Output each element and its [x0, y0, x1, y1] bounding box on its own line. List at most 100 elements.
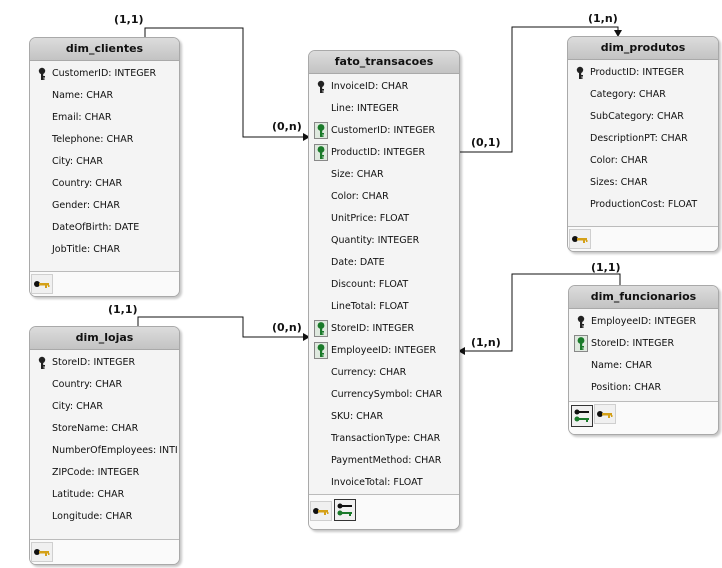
column-label: StoreID: INTEGER	[52, 357, 136, 368]
index-key-icon[interactable]	[31, 542, 53, 562]
column-row[interactable]: Name: CHAR	[569, 355, 718, 377]
column-row[interactable]: InvoiceID: CHAR	[309, 76, 459, 98]
column-label: Telephone: CHAR	[52, 134, 134, 145]
column-row[interactable]: Date: DATE	[309, 252, 459, 274]
column-row[interactable]: SKU: CHAR	[309, 406, 459, 428]
table-dim-lojas[interactable]: dim_lojas StoreID: INTEGER Country: CHAR C…	[29, 326, 180, 565]
column-label: StoreID: INTEGER	[591, 338, 675, 349]
column-row[interactable]: CustomerID: INTEGER	[30, 63, 179, 85]
column-row[interactable]: StoreName: CHAR	[30, 418, 179, 440]
column-row[interactable]: StoreID: INTEGER	[30, 352, 179, 374]
index-key-icon[interactable]	[310, 501, 332, 521]
column-label: ZIPCode: INTEGER	[52, 467, 140, 478]
column-row[interactable]: Country: CHAR	[30, 173, 179, 195]
cardinality-label: (0,n)	[272, 120, 302, 133]
primary-key-icon	[574, 66, 586, 80]
column-label: City: CHAR	[52, 401, 104, 412]
column-row[interactable]: StoreID: INTEGER	[309, 318, 459, 340]
column-row[interactable]: PaymentMethod: CHAR	[309, 450, 459, 472]
column-row[interactable]: Country: CHAR	[30, 374, 179, 396]
table-title: dim_lojas	[30, 327, 179, 350]
column-row[interactable]: ProductionCost: FLOAT	[568, 194, 718, 216]
column-row[interactable]: JobTitle: CHAR	[30, 239, 179, 261]
index-key-icon[interactable]	[569, 229, 591, 249]
column-label: CurrencySymbol: CHAR	[331, 389, 443, 400]
column-row[interactable]: NumberOfEmployees: INTI	[30, 440, 179, 462]
column-row[interactable]: ProductID: INTEGER	[309, 142, 459, 164]
foreign-key-icon	[314, 320, 328, 337]
column-label: Gender: CHAR	[52, 200, 120, 211]
column-label: Country: CHAR	[52, 178, 123, 189]
table-footer	[309, 494, 459, 529]
cardinality-label: (1,1)	[108, 303, 138, 316]
index-key-icon[interactable]	[31, 274, 53, 294]
column-row[interactable]: Currency: CHAR	[309, 362, 459, 384]
column-row[interactable]: SubCategory: CHAR	[568, 106, 718, 128]
column-row[interactable]: CustomerID: INTEGER	[309, 120, 459, 142]
column-row[interactable]: EmployeeID: INTEGER	[309, 340, 459, 362]
column-row[interactable]: Category: CHAR	[568, 84, 718, 106]
column-row[interactable]: Color: CHAR	[568, 150, 718, 172]
column-label: ProductID: INTEGER	[590, 67, 685, 78]
column-label: Size: CHAR	[331, 169, 384, 180]
column-row[interactable]: DescriptionPT: CHAR	[568, 128, 718, 150]
column-label: Color: CHAR	[590, 155, 648, 166]
column-row[interactable]: City: CHAR	[30, 151, 179, 173]
column-label: Position: CHAR	[591, 382, 662, 393]
column-list: CustomerID: INTEGER Name: CHAR Email: CHAR…	[30, 61, 179, 261]
table-footer	[30, 539, 179, 564]
primary-key-icon	[575, 315, 587, 329]
column-row[interactable]: Line: INTEGER	[309, 98, 459, 120]
cardinality-label: (1,1)	[591, 261, 621, 274]
column-row[interactable]: Position: CHAR	[569, 377, 718, 399]
fk-index-icon[interactable]	[571, 405, 593, 427]
column-row[interactable]: InvoiceTotal: FLOAT	[309, 472, 459, 494]
column-row[interactable]: Latitude: CHAR	[30, 484, 179, 506]
column-row[interactable]: Longitude: CHAR	[30, 506, 179, 528]
column-row[interactable]: Discount: FLOAT	[309, 274, 459, 296]
column-label: City: CHAR	[52, 156, 104, 167]
column-row[interactable]: DateOfBirth: DATE	[30, 217, 179, 239]
column-row[interactable]: UnitPrice: FLOAT	[309, 208, 459, 230]
fk-index-icon[interactable]	[334, 499, 356, 521]
column-row[interactable]: Sizes: CHAR	[568, 172, 718, 194]
column-row[interactable]: ZIPCode: INTEGER	[30, 462, 179, 484]
column-label: CustomerID: INTEGER	[52, 68, 157, 79]
column-row[interactable]: City: CHAR	[30, 396, 179, 418]
column-label: Color: CHAR	[331, 191, 389, 202]
foreign-key-icon	[314, 144, 328, 161]
column-row[interactable]: LineTotal: FLOAT	[309, 296, 459, 318]
column-label: TransactionType: CHAR	[331, 433, 441, 444]
table-title: fato_transacoes	[309, 51, 459, 74]
column-row[interactable]: CurrencySymbol: CHAR	[309, 384, 459, 406]
column-row[interactable]: Color: CHAR	[309, 186, 459, 208]
column-label: Longitude: CHAR	[52, 511, 133, 522]
column-row[interactable]: Quantity: INTEGER	[309, 230, 459, 252]
arrowhead-produtos	[614, 30, 622, 37]
index-key-icon[interactable]	[594, 404, 616, 424]
column-label: Email: CHAR	[52, 112, 112, 123]
column-row[interactable]: Email: CHAR	[30, 107, 179, 129]
column-row[interactable]: Telephone: CHAR	[30, 129, 179, 151]
column-label: InvoiceTotal: FLOAT	[331, 477, 423, 488]
table-footer	[569, 401, 718, 434]
column-row[interactable]: TransactionType: CHAR	[309, 428, 459, 450]
column-label: Discount: FLOAT	[331, 279, 409, 290]
column-row[interactable]: ProductID: INTEGER	[568, 62, 718, 84]
column-label: LineTotal: FLOAT	[331, 301, 409, 312]
column-row[interactable]: EmployeeID: INTEGER	[569, 311, 718, 333]
primary-key-icon	[36, 67, 48, 81]
column-row[interactable]: Gender: CHAR	[30, 195, 179, 217]
cardinality-label: (1,n)	[588, 12, 618, 25]
column-row[interactable]: Size: CHAR	[309, 164, 459, 186]
foreign-key-icon	[314, 342, 328, 359]
column-row[interactable]: Name: CHAR	[30, 85, 179, 107]
column-row[interactable]: StoreID: INTEGER	[569, 333, 718, 355]
